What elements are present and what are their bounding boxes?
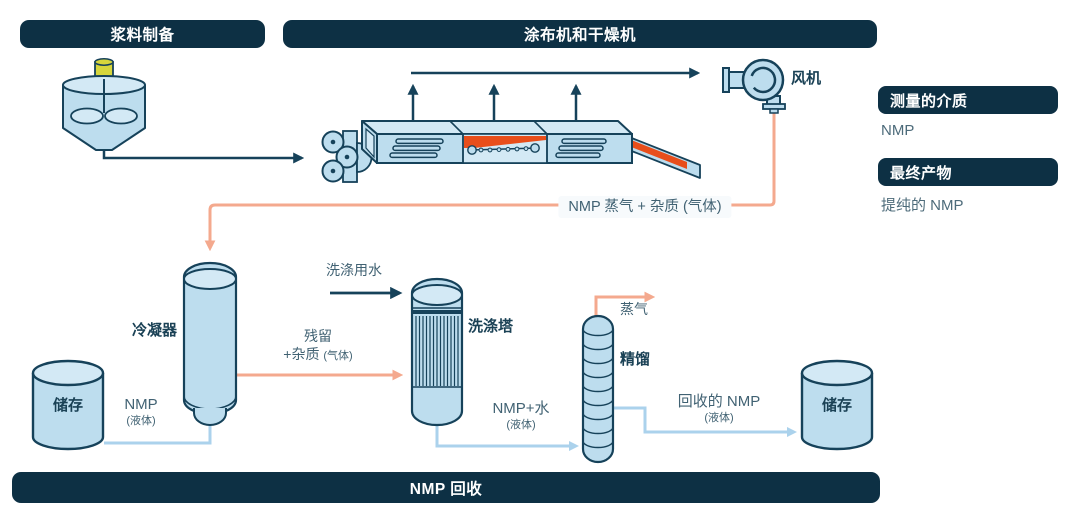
steam-label: 蒸气 (620, 301, 648, 317)
coater-rollers-icon (321, 130, 373, 183)
vapor-impurities-label: NMP 蒸气 + 杂质 (气体) (558, 196, 732, 219)
storage-tank-right-icon (800, 359, 874, 451)
nmp-state: (液体) (126, 414, 156, 427)
storage-left-label: 储存 (52, 397, 84, 414)
residual-line1: 残留 (304, 328, 332, 344)
nmp-water-label: NMP+水 (液体) (492, 400, 549, 433)
slurry-mixer-icon (62, 58, 146, 151)
recovered-nmp-label: 回收的 NMP (液体) (678, 393, 761, 426)
footer-nmp-recovery: NMP 回收 (12, 472, 880, 503)
coated-foil-ramp-icon (623, 134, 701, 179)
residual-impurities-label: 残留 +杂质 (气体) (283, 328, 352, 363)
residual-line2: +杂质 (283, 345, 320, 362)
storage-right-label: 储存 (821, 397, 853, 414)
washing-tower-icon (410, 277, 464, 427)
sidebar-value-final-product: 提纯的 NMP (881, 197, 964, 214)
fan-icon (722, 58, 786, 114)
slurry-outlet-arrow (102, 150, 305, 164)
sidebar-header-measured-medium: 测量的介质 (878, 86, 1058, 114)
header-slurry-prep: 浆料制备 (20, 20, 265, 48)
nmp-text: NMP (124, 396, 158, 413)
recovered-nmp-state: (液体) (704, 411, 734, 424)
condenser-label: 冷凝器 (132, 322, 178, 339)
distillation-column-icon (581, 314, 615, 464)
sidebar-header-final-product: 最终产物 (878, 158, 1058, 186)
liquid-line-condenser-to-storage (104, 420, 212, 445)
distillation-label: 精馏 (620, 351, 651, 368)
dryer-icon (361, 120, 633, 164)
nmp-water-state: (液体) (506, 418, 536, 431)
steam-line-distillation (594, 291, 656, 316)
liquid-line-tower-to-distillation (435, 420, 580, 452)
nmp-liquid-label: NMP (液体) (124, 396, 157, 429)
header-coater-dryer: 涂布机和干燥机 (283, 20, 877, 48)
liquid-line-distillation-to-storage (613, 406, 798, 438)
wash-water-label: 洗涤用水 (326, 262, 382, 278)
recovered-nmp-text: 回收的 NMP (677, 393, 761, 410)
nmp-water-text: NMP+水 (492, 400, 550, 417)
washing-tower-label: 洗涤塔 (468, 318, 514, 335)
dryer-exhaust-arrows (407, 67, 701, 120)
fan-label: 风机 (791, 70, 822, 87)
vapor-line-fan-to-condenser (204, 112, 776, 252)
condenser-icon (182, 261, 238, 426)
storage-tank-left-icon (31, 359, 105, 451)
residual-state: (气体) (323, 349, 353, 362)
sidebar-value-measured-medium: NMP (881, 122, 915, 139)
